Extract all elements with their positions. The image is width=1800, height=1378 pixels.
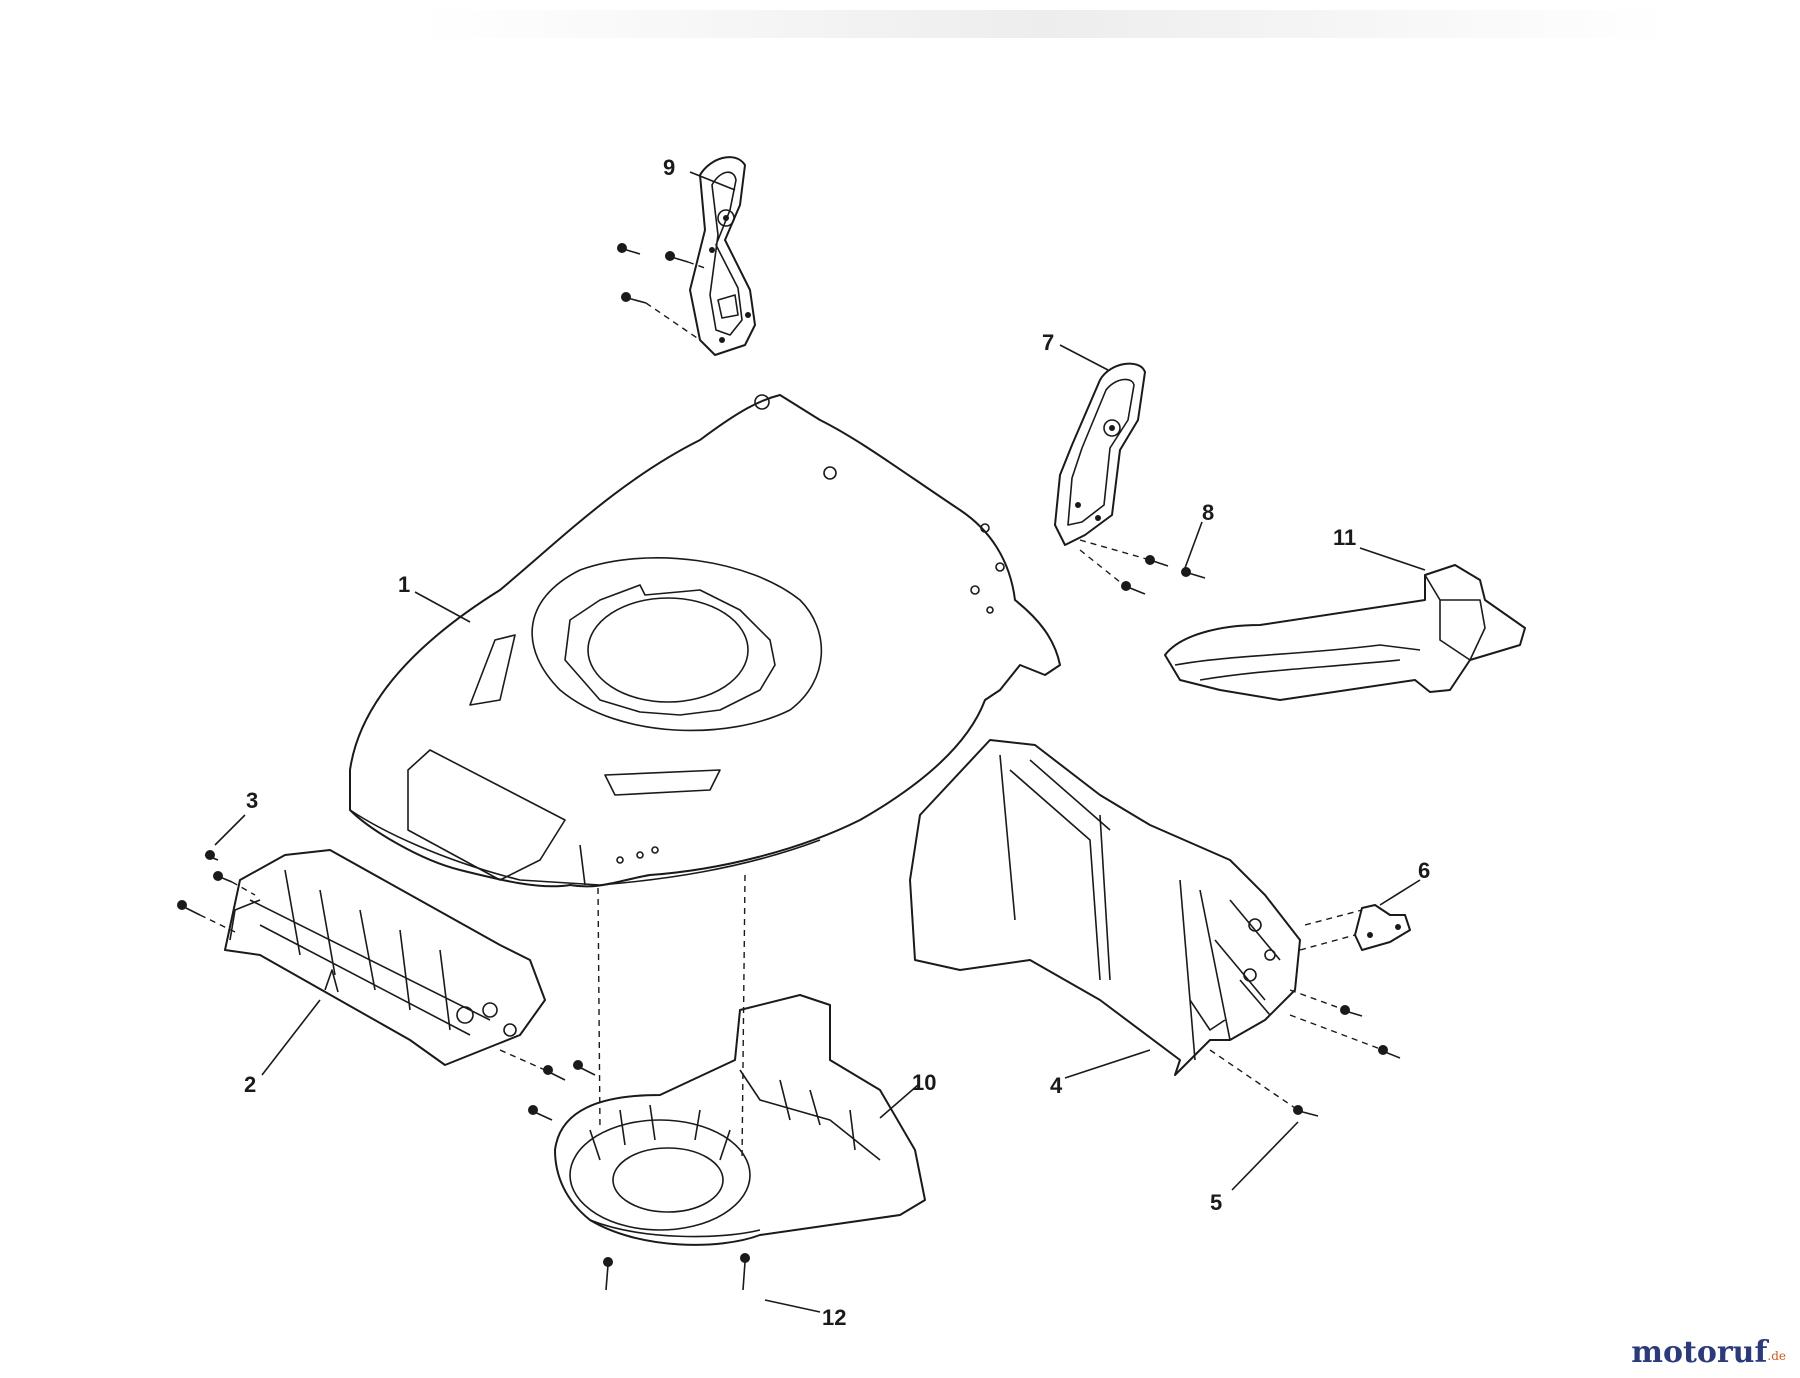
callout-8: 8 [1202,500,1214,525]
screws-part-5 [1209,989,1401,1117]
callout-9: 9 [663,155,675,180]
callout-7: 7 [1042,330,1054,355]
callout-labels: 1 2 3 4 5 6 7 8 9 10 11 12 [244,155,1430,1330]
part-4-rear-housing[interactable] [909,739,1301,1076]
screws-part-9 [617,243,706,341]
part-2-front-skirt[interactable] [224,849,546,1066]
part-6-plate[interactable] [1299,904,1411,951]
callout-11: 11 [1333,525,1356,550]
callout-2: 2 [244,1072,256,1097]
callout-3: 3 [246,788,258,813]
part-11-rear-deflector[interactable] [1164,564,1526,701]
screws-part-2 [177,850,596,1121]
callout-10: 10 [912,1070,936,1095]
callout-leaders [214,171,1426,1313]
callout-12: 12 [822,1305,846,1330]
part-9-handle-bracket[interactable] [689,156,756,356]
callout-6: 6 [1418,858,1430,883]
brand-watermark: motoruf.de [1631,1335,1786,1370]
part-10-blade-guide[interactable] [554,994,926,1246]
callout-4: 4 [1050,1073,1063,1098]
part-1-deck[interactable] [349,394,1061,888]
part-7-handle-bracket[interactable] [1054,362,1146,546]
screws-part-12 [597,874,750,1291]
callout-5: 5 [1210,1190,1222,1215]
callout-1: 1 [398,572,410,597]
screws-part-8 [1079,539,1206,595]
watermark-tld: .de [1767,1349,1786,1363]
header-smudge [420,10,1670,38]
watermark-brand: motoruf [1631,1335,1768,1370]
